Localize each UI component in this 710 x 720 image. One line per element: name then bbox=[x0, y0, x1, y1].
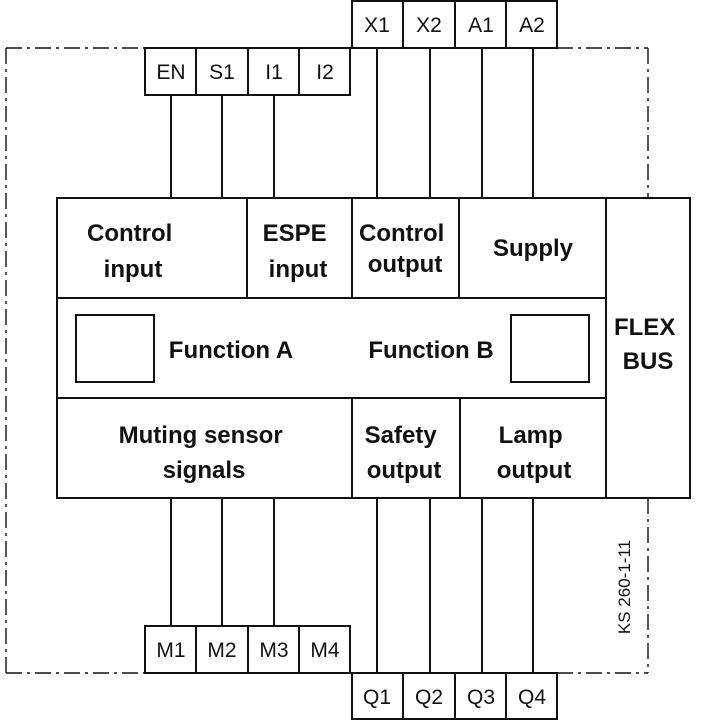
terminal-m3: M3 bbox=[259, 639, 288, 662]
flex-bus-block bbox=[605, 197, 691, 499]
drawing-code: KS 260-1-11 bbox=[615, 540, 634, 634]
terminal-en: EN bbox=[156, 61, 185, 84]
safety-output-label: Safety output bbox=[365, 422, 444, 484]
terminal-q4: Q4 bbox=[518, 686, 546, 709]
terminal-bottom-left: M1 M2 M3 M4 bbox=[144, 625, 351, 674]
terminal-q1: Q1 bbox=[363, 686, 391, 709]
terminal-a1: A1 bbox=[468, 14, 494, 37]
flex-bus-label: FLEX BUS bbox=[614, 314, 682, 375]
lamp-output-label: Lamp output bbox=[497, 422, 572, 484]
terminal-q2: Q2 bbox=[415, 686, 443, 709]
supply-label: Supply bbox=[493, 235, 574, 262]
muting-sensor-label: Muting sensor signals bbox=[119, 422, 290, 484]
terminal-top-right: X1 X2 A1 A2 bbox=[351, 0, 558, 49]
function-b-label: Function B bbox=[368, 337, 493, 364]
terminal-m4: M4 bbox=[310, 639, 339, 662]
wires bbox=[170, 48, 534, 673]
terminal-i1: I1 bbox=[265, 61, 283, 84]
control-input-label: Control input bbox=[87, 220, 179, 283]
terminal-bottom-right: Q1 Q2 Q3 Q4 bbox=[351, 672, 558, 720]
terminal-m2: M2 bbox=[207, 639, 236, 662]
function-b-box bbox=[510, 314, 590, 383]
terminal-i2: I2 bbox=[316, 61, 334, 84]
housing-outline bbox=[5, 47, 649, 674]
terminal-a2: A2 bbox=[519, 14, 545, 37]
terminal-s1: S1 bbox=[209, 61, 235, 84]
terminal-top-left: EN S1 I1 I2 bbox=[144, 47, 351, 96]
terminal-x2: X2 bbox=[416, 14, 442, 37]
terminal-m1: M1 bbox=[156, 639, 185, 662]
espe-input-label: ESPE input bbox=[263, 220, 334, 283]
control-output-label: Control output bbox=[359, 220, 451, 278]
function-a-box bbox=[75, 314, 155, 383]
function-a-label: Function A bbox=[169, 337, 293, 364]
terminal-x1: X1 bbox=[364, 14, 390, 37]
terminal-q3: Q3 bbox=[467, 686, 495, 709]
